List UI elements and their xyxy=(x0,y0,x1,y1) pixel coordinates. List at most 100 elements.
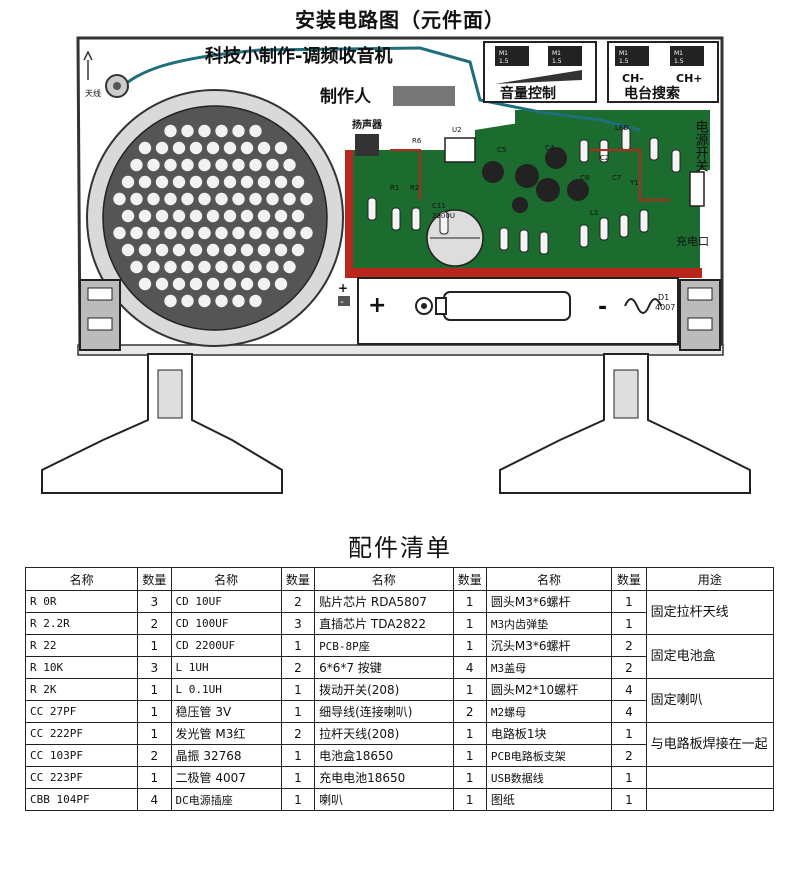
svg-text:M1: M1 xyxy=(552,50,561,57)
part-qty-cell: 1 xyxy=(611,590,647,613)
part-name-cell: CD 100UF xyxy=(170,612,282,635)
resistor xyxy=(579,224,589,248)
speaker-hole xyxy=(172,141,186,155)
part-name-cell: 贴片芯片 RDA5807 xyxy=(314,590,454,613)
speaker-hole xyxy=(266,158,279,172)
part-qty-cell: 1 xyxy=(280,634,316,657)
diagram-title: 安装电路图（元件面） xyxy=(295,8,505,32)
resistor xyxy=(367,197,377,221)
speaker-hole xyxy=(121,209,135,223)
resistor xyxy=(411,207,421,231)
part-name-cell: DC电源插座 xyxy=(170,788,282,811)
part-qty-cell: 1 xyxy=(452,678,487,701)
component-label: LED xyxy=(615,124,629,132)
header-name-4: 名称 xyxy=(485,567,613,591)
speaker-hole xyxy=(181,260,194,274)
part-use-cell: 与电路板焊接在一起 xyxy=(645,722,775,767)
volume-pot-2 xyxy=(548,46,582,66)
speaker-hole xyxy=(249,158,262,172)
speaker-hole xyxy=(300,226,313,240)
parts-list-title: 配件清单 xyxy=(348,534,452,562)
header-name-1: 名称 xyxy=(24,567,139,591)
speaker-hole xyxy=(198,226,211,240)
part-qty-cell: 3 xyxy=(280,612,316,635)
capacitor-c1 xyxy=(482,161,504,183)
speaker-hole xyxy=(266,226,279,240)
part-qty-cell: 1 xyxy=(137,700,172,723)
resistor xyxy=(499,227,509,251)
part-name-cell: 沉头M3*6螺杆 xyxy=(485,634,613,657)
part-name-cell: CC 222PF xyxy=(24,722,139,745)
part-qty-cell: 4 xyxy=(452,656,487,679)
part-name-cell: R 0R xyxy=(24,590,139,613)
part-qty-cell: 2 xyxy=(611,634,647,657)
part-use-cell: 固定电池盒 xyxy=(645,634,775,679)
speaker-hole xyxy=(172,243,186,257)
speaker-hole xyxy=(223,243,237,257)
speaker-hole xyxy=(189,277,203,291)
part-qty-cell: 4 xyxy=(611,700,647,723)
speaker-hole xyxy=(181,294,194,308)
part-name-cell: 晶振 32768 xyxy=(170,744,282,767)
component-label: C11 xyxy=(432,202,446,210)
part-name-cell: R 2K xyxy=(24,678,139,701)
volume-label: 音量控制 xyxy=(500,85,556,102)
part-qty-cell: 2 xyxy=(611,744,647,767)
speaker-hole xyxy=(274,209,288,223)
component-label: C5 xyxy=(497,146,506,154)
capacitor-c2 xyxy=(515,164,539,188)
component-label: L1 xyxy=(590,209,598,217)
speaker-hole xyxy=(138,175,152,189)
red-wire-1 xyxy=(390,149,421,200)
speaker-hole xyxy=(257,243,271,257)
speaker-hole xyxy=(155,277,169,291)
part-name-cell: 电池盒18650 xyxy=(314,744,454,767)
part-name-cell: CBB 104PF xyxy=(24,788,139,811)
speaker-hole xyxy=(164,124,177,138)
part-use-cell: 固定喇叭 xyxy=(645,678,775,723)
resistor xyxy=(519,229,529,253)
part-name-cell: 电路板1块 xyxy=(485,722,613,745)
part-qty-cell: 1 xyxy=(452,788,487,811)
tuning-button-1 xyxy=(615,46,649,66)
speaker-hole xyxy=(181,192,194,206)
part-name-cell: CC 103PF xyxy=(24,744,139,767)
speaker-hole xyxy=(223,141,237,155)
part-name-cell: 圆头M2*10螺杆 xyxy=(485,678,613,701)
speaker-hole xyxy=(215,192,228,206)
header-name-2: 名称 xyxy=(170,567,282,591)
red-wire-2 xyxy=(590,149,670,201)
capacitor-c3 xyxy=(545,147,567,169)
part-qty-cell: 2 xyxy=(280,590,316,613)
part-qty-cell: 1 xyxy=(280,744,316,767)
speaker-hole xyxy=(206,277,220,291)
speaker-hole xyxy=(232,124,245,138)
speaker-hole xyxy=(164,226,177,240)
speaker-hole xyxy=(215,260,228,274)
speaker-hole xyxy=(121,243,135,257)
part-qty-cell: 2 xyxy=(280,656,316,679)
part-name-cell: 细导线(连接喇叭) xyxy=(314,700,454,723)
speaker-hole xyxy=(274,243,288,257)
speaker-hole xyxy=(206,243,220,257)
speaker-hole xyxy=(130,158,143,172)
speaker-hole xyxy=(257,141,271,155)
speaker-hole xyxy=(257,277,271,291)
right-mount-slot xyxy=(679,279,721,351)
speaker-hole xyxy=(291,243,305,257)
resistor xyxy=(639,209,649,233)
speaker-hole xyxy=(113,226,126,240)
dc-label: 充电口 xyxy=(676,234,709,248)
part-name-cell: L 1UH xyxy=(170,656,282,679)
battery-cell xyxy=(443,291,571,321)
part-use-cell: 固定拉杆天线 xyxy=(645,590,775,635)
part-qty-cell: 4 xyxy=(137,788,172,811)
speaker-hole xyxy=(130,192,143,206)
resistor xyxy=(439,211,449,235)
